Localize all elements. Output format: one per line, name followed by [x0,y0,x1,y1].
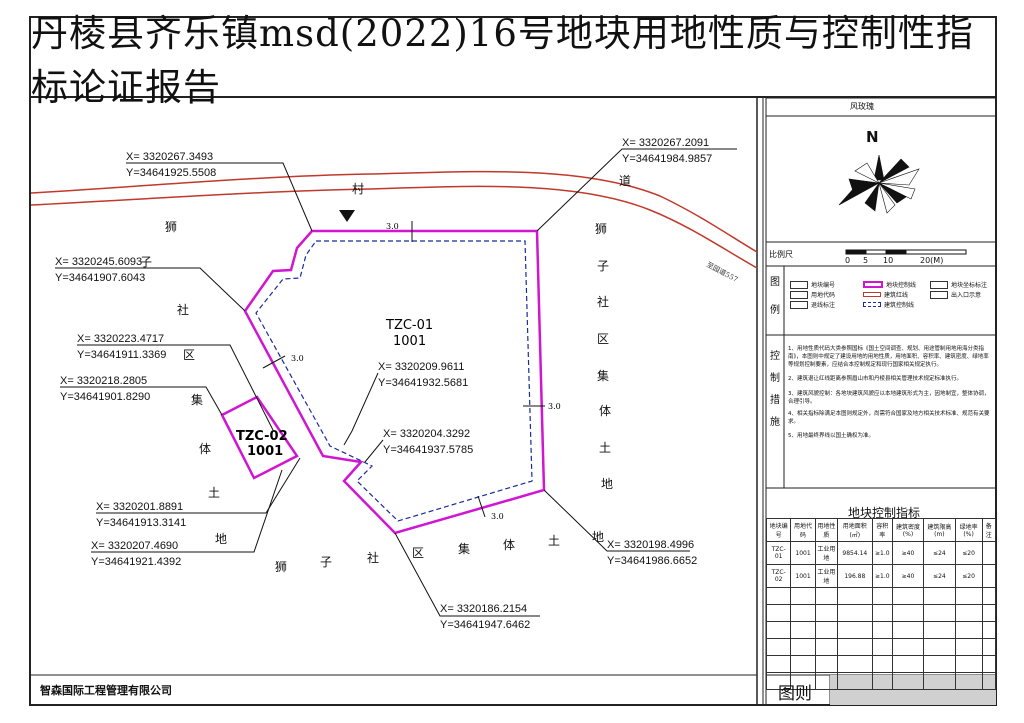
svg-text:地: 地 [601,477,613,491]
measure-5: 5、用地最终界线以国土确权为准。 [788,433,875,439]
entrance-marker [339,210,355,222]
footer-label: 图则 [778,684,812,704]
north-arrow-label: N [866,128,879,146]
legend-item: 退线标注 [790,300,835,309]
parcel-tzc01-landuse: 1001 [393,334,426,349]
coord-x: X= 3320201.8891 [96,501,183,513]
svg-text:狮: 狮 [275,560,287,574]
parcel-tzc02-code: TZC-02 [236,429,288,444]
setback-marker-bottom: 3.0 [477,495,504,521]
measure-4: 4、相关指标除满足本图则规定外，尚需符合国家及地方相关技术标准、规范有关要求。 [788,411,990,425]
coord-y: Y=34641921.4392 [91,556,181,568]
svg-text:区: 区 [412,546,424,560]
svg-text:体: 体 [599,404,611,418]
parcel-tzc01-code: TZC-01 [385,318,433,333]
coord-x: X= 3320204.3292 [383,428,470,440]
parcel-tzc02-boundary [220,395,299,480]
wind-rose-icon [838,154,920,214]
svg-text:区: 区 [183,348,195,362]
svg-text:土: 土 [599,441,611,455]
svg-text:集: 集 [458,541,470,556]
coord-y: Y=34641911.3369 [77,349,166,361]
coord-x: X= 3320198.4996 [607,539,694,551]
svg-text:3.0: 3.0 [491,512,504,521]
table-title: 地块控制指标 [848,506,921,520]
wind-rose-title: 风玫瑰 [850,102,874,111]
legend-label-1: 图 [770,277,780,288]
coord-x: X= 3320207.4690 [91,540,178,552]
legend-item: 出入口示意 [930,290,981,299]
measure-3: 3、建筑风貌控制：各地块建筑风貌应以本地建筑形式为主，因地制宜，整体协调，合理引… [788,391,990,405]
scale-bar [845,249,967,255]
svg-text:3.0: 3.0 [291,354,304,363]
control-index-table: 地块编号用地代码用地性质 用地面积(㎡)容积率建筑密度(%) 建筑限高(m)绿地… [765,518,997,690]
road-label: 至园道557 [705,260,740,284]
coord-x: X= 3320186.2154 [440,603,527,615]
coord-y: Y=34641907.6043 [55,272,145,284]
setback-marker-left: 3.0 [262,354,304,369]
svg-text:狮: 狮 [165,220,177,234]
svg-text:区: 区 [597,332,609,346]
coord-y: Y=34641932.5681 [378,377,468,389]
parcel-tzc01-boundary [243,229,546,535]
scale-label: 比例尺 [769,250,793,259]
coord-y: Y=34641984.9857 [622,153,712,165]
coord-y: Y=34641986.6652 [607,555,697,567]
legend-item: 地块编号 [790,280,835,289]
svg-text:狮: 狮 [595,222,607,236]
coord-x: X= 3320223.4717 [77,333,164,345]
measure-1: 1、用地性质代码大类参照国标《国土空间调查、规划、用途管制用地用海分类指南》，本… [788,346,989,368]
svg-text:土: 土 [208,486,220,500]
company-name: 智森国际工程管理有限公司 [40,684,172,697]
coord-y: Y=34641937.5785 [383,444,473,456]
svg-text:体: 体 [503,538,515,552]
table-header-row: 地块编号用地代码用地性质 用地面积(㎡)容积率建筑密度(%) 建筑限高(m)绿地… [765,518,997,542]
svg-text:子: 子 [597,259,609,273]
svg-text:集: 集 [597,368,609,383]
svg-text:3.0: 3.0 [548,402,561,411]
svg-text:子: 子 [140,255,152,269]
setback-marker-right: 3.0 [523,402,561,411]
legend-item: 建筑控制线 [863,300,914,309]
svg-text:集: 集 [191,392,203,407]
svg-text:社: 社 [597,294,609,309]
coord-x: X= 3320267.3493 [126,151,213,163]
legend-item: 地块坐标标注 [930,280,987,289]
coord-y: Y=34641901.8290 [60,391,150,403]
svg-text:地: 地 [592,530,604,544]
measure-2: 2、建筑退让红线距离参照眉山市和丹棱县相关管理技术规定标准执行。 [788,376,963,382]
svg-text:体: 体 [199,442,211,456]
coord-x: X= 3320209.9611 [378,361,464,373]
coord-x: X= 3320267.2091 [622,137,709,149]
coord-x: X= 3320245.6093 [55,256,142,268]
svg-text:子: 子 [320,555,332,569]
parcel-tzc02-landuse: 1001 [247,444,283,459]
legend-item: 用地代码 [790,290,835,299]
coord-y: Y=34641947.6462 [440,619,530,631]
legend-item: 建筑红线 [863,290,908,299]
svg-text:3.0: 3.0 [386,222,399,231]
parcel-tzc01-control-line [255,240,533,522]
setback-marker-top: 3.0 [386,221,413,242]
coord-y: Y=34641925.5508 [126,167,216,179]
coord-y: Y=34641913.3141 [96,517,186,529]
road-edge-upper [30,170,758,253]
road-edge-lower [30,185,758,269]
legend-item: 地块控制线 [863,280,916,289]
svg-text:道: 道 [619,174,631,188]
svg-text:土: 土 [548,534,560,548]
svg-text:社: 社 [177,302,189,317]
svg-text:村: 村 [352,182,364,196]
svg-text:社: 社 [367,550,379,565]
coord-x: X= 3320218.2805 [60,375,147,387]
svg-text:地: 地 [215,532,227,546]
legend-label-2: 例 [770,305,780,316]
